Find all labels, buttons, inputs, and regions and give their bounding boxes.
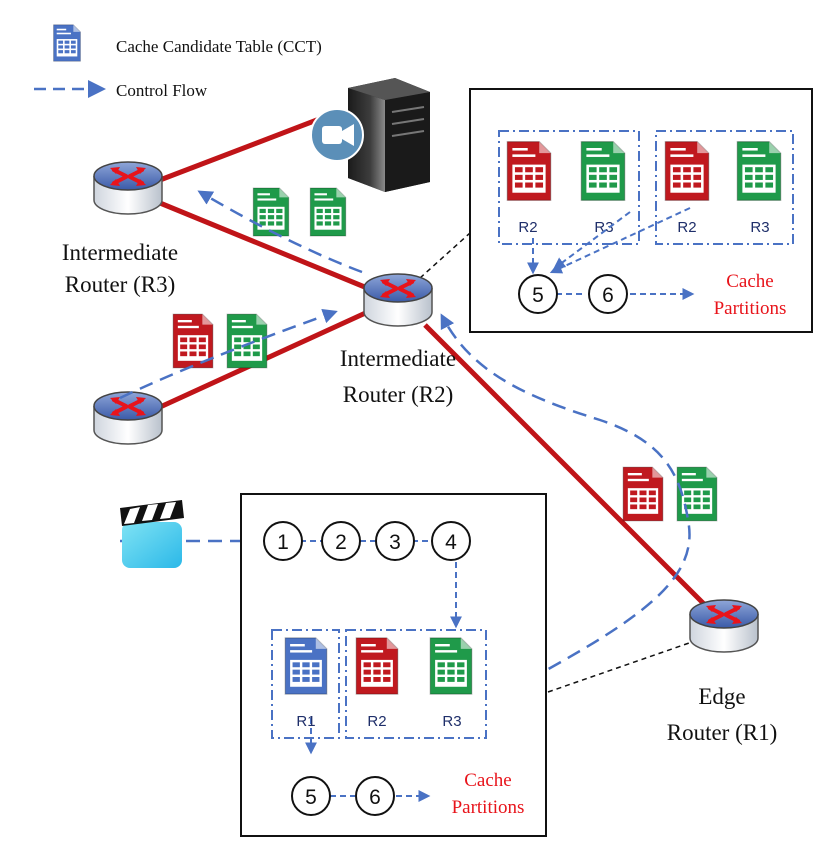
table-icon-red [622, 466, 664, 522]
step-number: 5 [532, 284, 544, 307]
step-number: 5 [305, 786, 317, 809]
table-label: R2 [518, 219, 537, 236]
router-r3-label-line1: Intermediate [62, 240, 178, 265]
router-r1-label-line1: Edge [698, 684, 745, 709]
router-r2-icon [364, 274, 432, 326]
router-r2-label-line1: Intermediate [340, 346, 456, 371]
network-links [156, 115, 707, 607]
legend-arrow-icon [88, 80, 106, 98]
r1-own-table-group [271, 629, 340, 739]
table-label: R3 [594, 219, 613, 236]
step-circle [321, 521, 361, 561]
legend-cct-label: Cache Candidate Table (CCT) [116, 37, 322, 56]
link-r3-server [159, 115, 323, 183]
table-icon-red [355, 637, 399, 695]
router-r3-label-line2: Router (R3) [65, 272, 176, 297]
cache-partitions-label-line1: Cache [726, 271, 773, 292]
r2-processing-box: R2 R3 R2 R3 5 6 Cache Partitions [469, 88, 813, 333]
r1-received-table-group [345, 629, 487, 739]
connector-r2-box [419, 232, 471, 279]
table-icon-blue [284, 637, 328, 695]
table-label: R2 [677, 219, 696, 236]
step-circle [431, 521, 471, 561]
step-number: 6 [602, 284, 614, 307]
table-icon-green [429, 637, 473, 695]
router-r1-label-line2: Router (R1) [667, 720, 778, 745]
table-label: R1 [296, 713, 315, 730]
step-circle [291, 776, 331, 816]
table-icon-green [226, 313, 268, 369]
table-label: R3 [442, 713, 461, 730]
flow-r2-to-r3 [197, 190, 363, 274]
table-icon-green [309, 187, 347, 237]
server-icon [348, 78, 430, 192]
video-camera-icon [310, 108, 364, 162]
router-r3-icon [92, 160, 164, 216]
table-icon-green [252, 187, 290, 237]
table-icon-green [736, 140, 782, 202]
table-icon-green [580, 140, 626, 202]
r1-processing-box: 1 2 3 4 R1 R2 R3 5 6 Cache Partitions [240, 493, 547, 837]
cache-partitions-label-line2: Partitions [714, 298, 787, 319]
cache-partitions-label-line1: Cache [464, 770, 511, 791]
table-icon-red [664, 140, 710, 202]
step-circle [375, 521, 415, 561]
step-number: 2 [335, 531, 347, 554]
video-clapper-icon [120, 500, 184, 568]
r2-table-group-left [498, 130, 640, 245]
r2-table-group-right [655, 130, 794, 245]
router-r1-icon [688, 598, 760, 654]
connector-r1-box [547, 641, 693, 693]
step-circle [588, 274, 628, 314]
table-label: R2 [367, 713, 386, 730]
cache-partitions-label-line2: Partitions [452, 797, 525, 818]
flow-client-to-r2 [119, 308, 338, 400]
router-client-icon [92, 390, 164, 446]
table-icon-red [506, 140, 552, 202]
router-r2-label-line2: Router (R2) [343, 382, 454, 407]
legend-table-icon [53, 24, 81, 62]
step-circle [263, 521, 303, 561]
legend-flow-label: Control Flow [116, 81, 208, 100]
step-circle [518, 274, 558, 314]
step-number: 3 [389, 531, 401, 554]
legend: Cache Candidate Table (CCT) Control Flow [34, 24, 322, 100]
link-r3-r2 [159, 200, 373, 293]
step-number: 6 [369, 786, 381, 809]
link-r2-r1 [423, 323, 707, 607]
step-number: 1 [277, 531, 289, 554]
table-label: R3 [750, 219, 769, 236]
flow-r1-to-r2 [440, 313, 691, 692]
step-circle [355, 776, 395, 816]
step-number: 4 [445, 531, 457, 554]
